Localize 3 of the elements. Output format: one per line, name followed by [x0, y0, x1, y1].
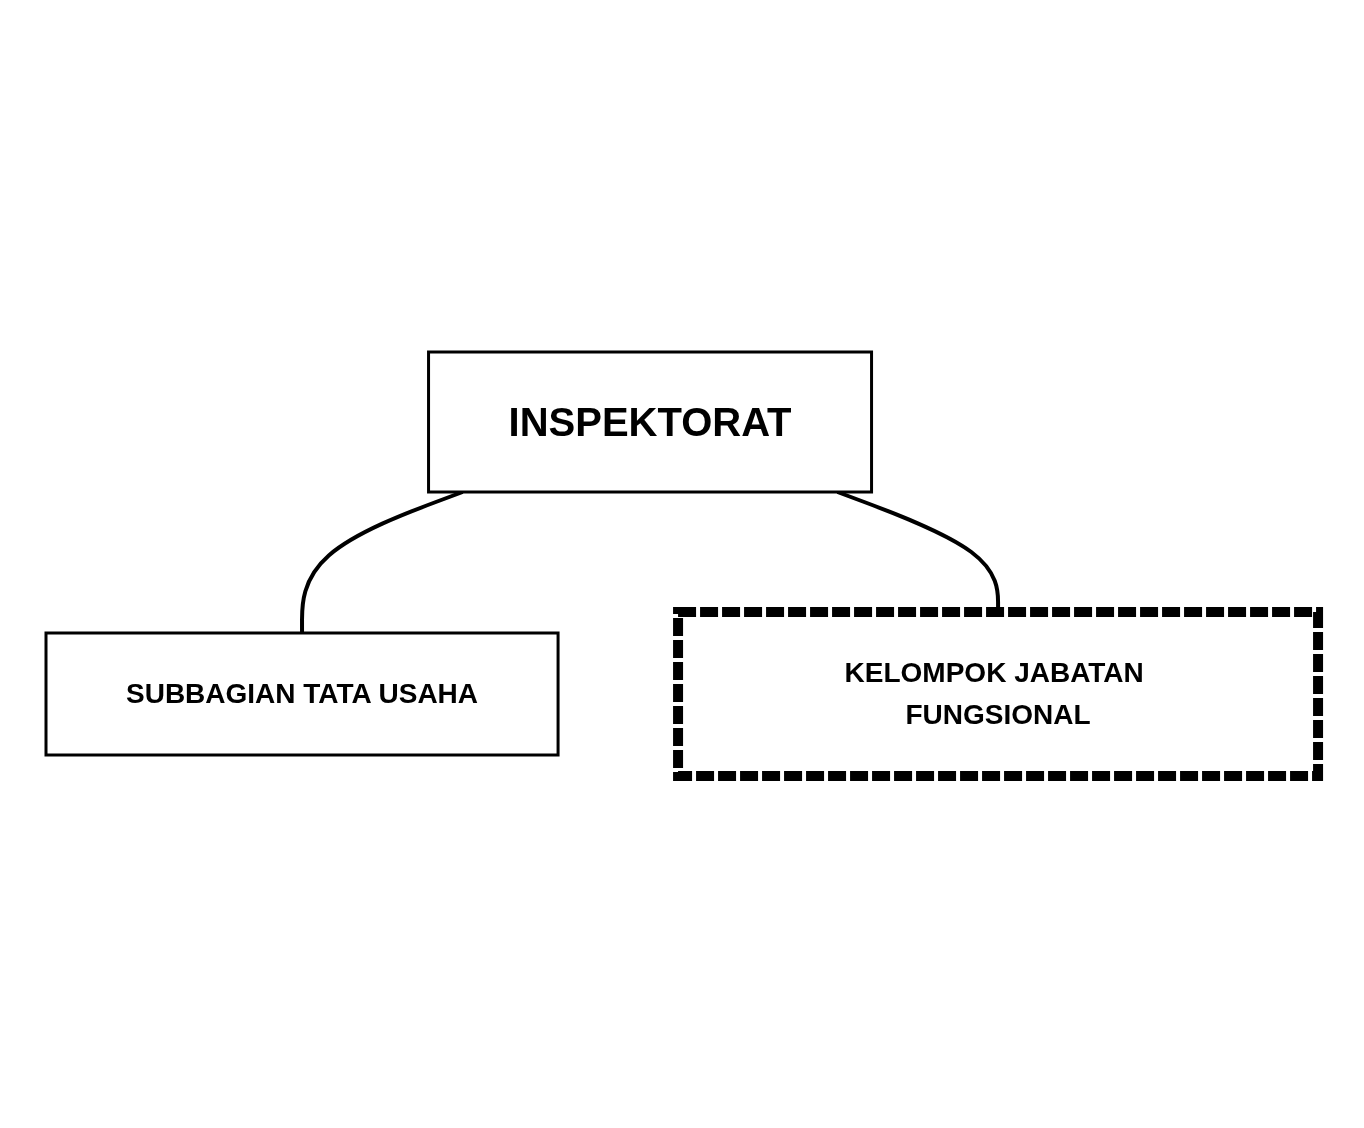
node-box: INSPEKTORAT [427, 350, 873, 494]
node-box: SUBBAGIAN TATA USAHA [44, 631, 560, 757]
node-box: KELOMPOK JABATAN FUNGSIONAL [673, 607, 1324, 781]
